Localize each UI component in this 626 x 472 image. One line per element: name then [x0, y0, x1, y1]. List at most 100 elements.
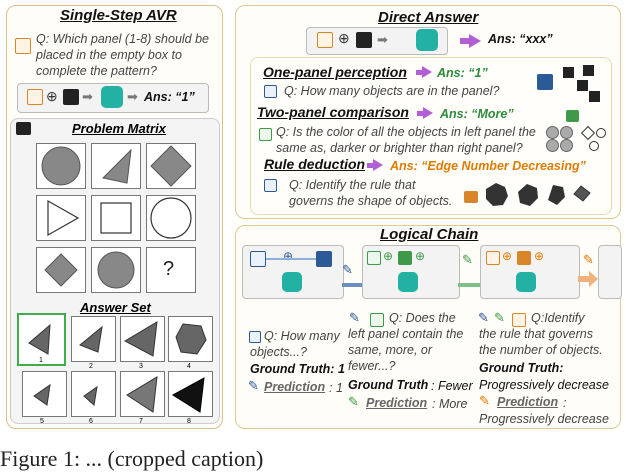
purple-arrow-head — [373, 159, 383, 171]
terminal-icon — [259, 128, 272, 141]
rule-question-line1: Q: Identify the rule that — [289, 178, 416, 192]
plus-icon: ⊕ — [502, 249, 513, 263]
chat-bubble-icon: ✎ — [248, 378, 259, 393]
chatgpt-icon — [516, 272, 536, 292]
chain-col2-q-line3: same, more, or — [348, 343, 433, 357]
image-icon — [517, 251, 531, 265]
purple-arrow-bar — [367, 163, 374, 168]
answer-label-4: 4 — [187, 363, 191, 370]
chat-bubble-icon: ✎ — [478, 310, 489, 325]
chatgpt-icon — [282, 272, 302, 292]
answer-label-5: 5 — [40, 418, 44, 425]
chain-col3-q-line1: Q:Identify — [531, 311, 585, 325]
terminal-icon — [370, 313, 384, 327]
matrix-cell-empty — [146, 247, 196, 293]
answer-label-1: 1 — [39, 357, 43, 364]
chain-col2-pred-label: Prediction — [366, 396, 428, 410]
single-step-question-line3: complete the pattern? — [36, 64, 157, 78]
chatgpt-icon — [398, 272, 418, 292]
chain-connector-1 — [342, 283, 362, 287]
answer-cell-6[interactable] — [71, 371, 116, 417]
figure-caption: Figure 1: ... (cropped caption) — [0, 446, 264, 471]
chatgpt-icon — [416, 29, 438, 51]
rule-answer: Ans: “Edge Number Decreasing” — [390, 159, 586, 173]
two-panel-question-line1: Q: Is the color of all the objects in le… — [276, 125, 536, 139]
direct-answer-title: Direct Answer — [378, 9, 479, 26]
answer-cell-5[interactable] — [22, 371, 67, 417]
image-icon — [464, 191, 478, 203]
chain-connector-3-head — [589, 271, 598, 287]
image-icon — [566, 110, 579, 122]
chain-col2-gt-value: : Fewer — [431, 379, 473, 393]
terminal-icon — [250, 251, 266, 267]
direct-answer-ans: Ans: “xxx” — [488, 32, 553, 46]
terminal-icon — [264, 179, 277, 192]
plus-icon: ⊕ — [534, 249, 545, 263]
answer-label-8: 8 — [187, 418, 191, 425]
one-panel-title: One-panel perception — [263, 64, 407, 80]
answer-cell-3[interactable] — [120, 316, 165, 362]
two-panel-example-left — [546, 126, 576, 152]
answer-cell-8[interactable] — [168, 371, 213, 417]
image-icon — [63, 89, 79, 105]
logical-chain-title: Logical Chain — [380, 226, 479, 243]
terminal-icon — [249, 331, 261, 343]
rule-example — [486, 183, 591, 206]
chat-bubble-icon: ✎ — [342, 262, 353, 277]
matrix-cell-1 — [36, 143, 86, 189]
chat-bubble-icon: ✎ — [479, 393, 490, 408]
chain-step-more — [598, 245, 622, 299]
chat-bubble-icon: ✎ — [349, 310, 360, 325]
answer-cell-2[interactable] — [71, 316, 116, 362]
answer-set-title: Answer Set — [80, 300, 151, 315]
chain-col2-gt-label: Ground Truth — [348, 378, 429, 392]
chain-col2-q-line4: fewer...? — [348, 359, 396, 373]
chain-col3-gt-value: Progressively decrease — [479, 378, 609, 392]
terminal-icon — [317, 32, 333, 48]
chain-connector-3 — [578, 276, 590, 282]
answer-cell-7[interactable] — [120, 371, 165, 417]
terminal-icon — [486, 251, 500, 265]
chain-col3-pred-label: Prediction — [497, 395, 559, 409]
matrix-cell-4 — [36, 195, 86, 241]
chain-col3-pred-value2: Progressively decrease — [479, 412, 609, 426]
chain-col3-gt-label: Ground Truth: — [479, 361, 564, 375]
chain-col3-q-line2: the rule that governs — [479, 327, 593, 341]
chain-col1-q-line2: objects...? — [250, 345, 307, 359]
image-icon — [316, 251, 332, 267]
one-panel-question: Q: How many objects are in the panel? — [284, 84, 500, 98]
terminal-icon — [367, 251, 381, 265]
matrix-cell-8 — [91, 247, 141, 293]
single-step-question-line1: Q: Which panel (1-8) should be — [36, 32, 210, 46]
one-panel-answer: Ans: “1” — [437, 66, 488, 80]
terminal-icon — [15, 38, 31, 54]
chain-col3-pred-value: : — [563, 396, 567, 410]
plus-icon: ⊕ — [383, 249, 394, 263]
arrow-icon: ➡ — [377, 32, 388, 47]
answer-cell-4[interactable] — [168, 316, 213, 362]
arrow-icon: ➡ — [82, 89, 93, 104]
plus-icon: ⊕ — [338, 30, 350, 46]
matrix-cell-3 — [146, 143, 196, 189]
chat-bubble-icon: ✎ — [583, 252, 594, 267]
answer-label-2: 2 — [89, 363, 93, 370]
terminal-icon — [27, 89, 43, 105]
answer-label-7: 7 — [139, 418, 143, 425]
image-icon — [356, 32, 372, 48]
two-panel-question-line2: same as, darker or brighter than right p… — [276, 141, 523, 155]
chain-col2-q-line2: left panel contain the — [348, 327, 464, 341]
chat-bubble-icon: ✎ — [494, 310, 505, 325]
image-icon — [398, 251, 412, 265]
purple-arrow-head — [423, 107, 433, 119]
rule-title: Rule deduction — [264, 156, 366, 172]
plus-icon: ⊕ — [415, 249, 426, 263]
purple-arrow-bar — [460, 38, 470, 44]
matrix-cell-7 — [36, 247, 86, 293]
two-panel-title: Two-panel comparison — [257, 104, 409, 120]
chat-bubble-icon: ✎ — [462, 252, 473, 267]
answer-label-6: 6 — [89, 418, 93, 425]
plus-icon: ⊕ — [283, 249, 294, 263]
chain-col1-q-line1: Q: How many — [264, 329, 340, 343]
chain-col1-pred-value: : 1 — [329, 381, 343, 395]
matrix-cell-2 — [91, 143, 141, 189]
